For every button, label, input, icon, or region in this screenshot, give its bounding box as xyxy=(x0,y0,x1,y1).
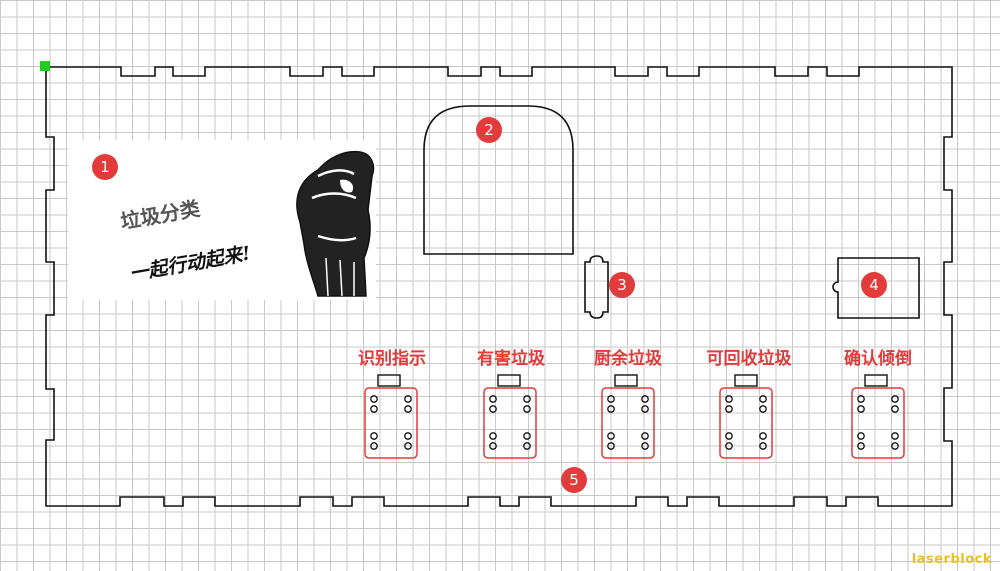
mounting-hole xyxy=(489,395,497,403)
badge-4: 4 xyxy=(861,272,887,298)
poster-image: 垃圾分类 一起行动起来! xyxy=(68,140,376,300)
svg-text:4: 4 xyxy=(869,276,879,294)
led-slot xyxy=(497,374,521,387)
label-kitchen: 厨余垃圾 xyxy=(594,348,663,369)
mounting-hole xyxy=(607,405,615,413)
label-identify: 识别指示 xyxy=(358,348,426,369)
raised-fist-drawing xyxy=(296,150,375,297)
origin-marker xyxy=(40,61,50,71)
mounting-hole xyxy=(725,432,733,440)
mounting-hole xyxy=(370,432,378,440)
mounting-hole xyxy=(404,432,412,440)
mounting-hole xyxy=(607,442,615,450)
mounting-hole xyxy=(489,405,497,413)
sensor-window-cutout xyxy=(832,257,920,319)
mounting-hole xyxy=(759,432,767,440)
mounting-hole xyxy=(641,432,649,440)
mounting-hole xyxy=(891,395,899,403)
mounting-hole xyxy=(404,442,412,450)
mounting-hole xyxy=(725,405,733,413)
mounting-hole xyxy=(404,395,412,403)
badge-1: 1 xyxy=(92,154,118,180)
button-module xyxy=(719,387,773,459)
panel-outline xyxy=(45,66,953,507)
button-module xyxy=(364,387,418,459)
servo-slot-cutout xyxy=(584,255,609,319)
led-slot xyxy=(614,374,638,387)
label-confirm-dump: 确认倾倒 xyxy=(844,348,912,369)
mounting-hole xyxy=(759,442,767,450)
button-module xyxy=(851,387,905,459)
mounting-hole xyxy=(641,395,649,403)
svg-text:1: 1 xyxy=(100,158,110,176)
mounting-hole xyxy=(857,405,865,413)
mounting-hole xyxy=(857,395,865,403)
mounting-hole xyxy=(759,405,767,413)
badge-2: 2 xyxy=(476,117,502,143)
svg-text:2: 2 xyxy=(484,121,494,139)
mounting-hole xyxy=(523,442,531,450)
mounting-hole xyxy=(857,432,865,440)
mounting-hole xyxy=(523,432,531,440)
badge-3: 3 xyxy=(609,272,635,298)
label-recyclable: 可回收垃圾 xyxy=(707,348,793,369)
button-module xyxy=(483,387,537,459)
mounting-hole xyxy=(523,405,531,413)
mounting-hole xyxy=(759,395,767,403)
mounting-hole xyxy=(641,442,649,450)
brand-watermark: laserblock xyxy=(911,552,992,567)
led-slot xyxy=(734,374,758,387)
mounting-hole xyxy=(891,432,899,440)
mounting-hole xyxy=(607,395,615,403)
mounting-hole xyxy=(370,442,378,450)
mounting-hole xyxy=(891,405,899,413)
mounting-hole xyxy=(857,442,865,450)
mounting-hole xyxy=(489,442,497,450)
button-module xyxy=(601,387,655,459)
label-hazardous: 有害垃圾 xyxy=(477,348,546,369)
mounting-hole xyxy=(891,442,899,450)
arch-window-cutout xyxy=(423,105,574,255)
mounting-hole xyxy=(370,405,378,413)
mounting-hole xyxy=(489,432,497,440)
button-modules xyxy=(364,387,905,459)
mounting-hole xyxy=(523,395,531,403)
led-slot xyxy=(864,374,888,387)
mounting-hole xyxy=(641,405,649,413)
mounting-hole xyxy=(725,395,733,403)
led-slot xyxy=(377,374,401,387)
mounting-hole xyxy=(607,432,615,440)
mounting-hole xyxy=(404,405,412,413)
mounting-hole xyxy=(370,395,378,403)
badge-5: 5 xyxy=(561,467,587,493)
mounting-hole xyxy=(725,442,733,450)
svg-text:5: 5 xyxy=(569,471,579,489)
svg-text:3: 3 xyxy=(617,276,627,294)
